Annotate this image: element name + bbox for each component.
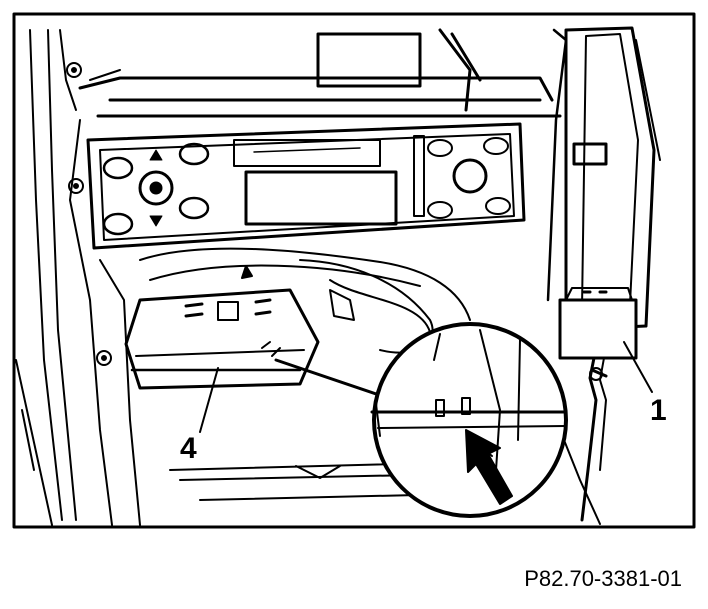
illustration-frame bbox=[12, 12, 696, 529]
leader-line-1 bbox=[623, 341, 653, 393]
magnified-detail bbox=[370, 322, 568, 518]
radio-unit bbox=[86, 122, 526, 250]
left-screws bbox=[66, 62, 112, 366]
switch-module bbox=[124, 288, 320, 390]
phone-cradle-connector bbox=[558, 298, 638, 360]
callout-4: 4 bbox=[180, 432, 197, 465]
top-vent bbox=[78, 28, 562, 118]
radio-knob-right bbox=[452, 158, 488, 194]
figure-caption: P82.70-3381-01 bbox=[524, 566, 682, 591]
radio-knob-left bbox=[138, 170, 174, 206]
pointer-arrow bbox=[465, 429, 513, 505]
callout-1: 1 bbox=[650, 394, 667, 427]
leader-line-4 bbox=[199, 367, 219, 433]
magnifier-leader bbox=[274, 358, 384, 398]
radio-display bbox=[244, 170, 398, 226]
left-panel-lines bbox=[15, 29, 141, 526]
phone-cradle bbox=[546, 26, 661, 522]
